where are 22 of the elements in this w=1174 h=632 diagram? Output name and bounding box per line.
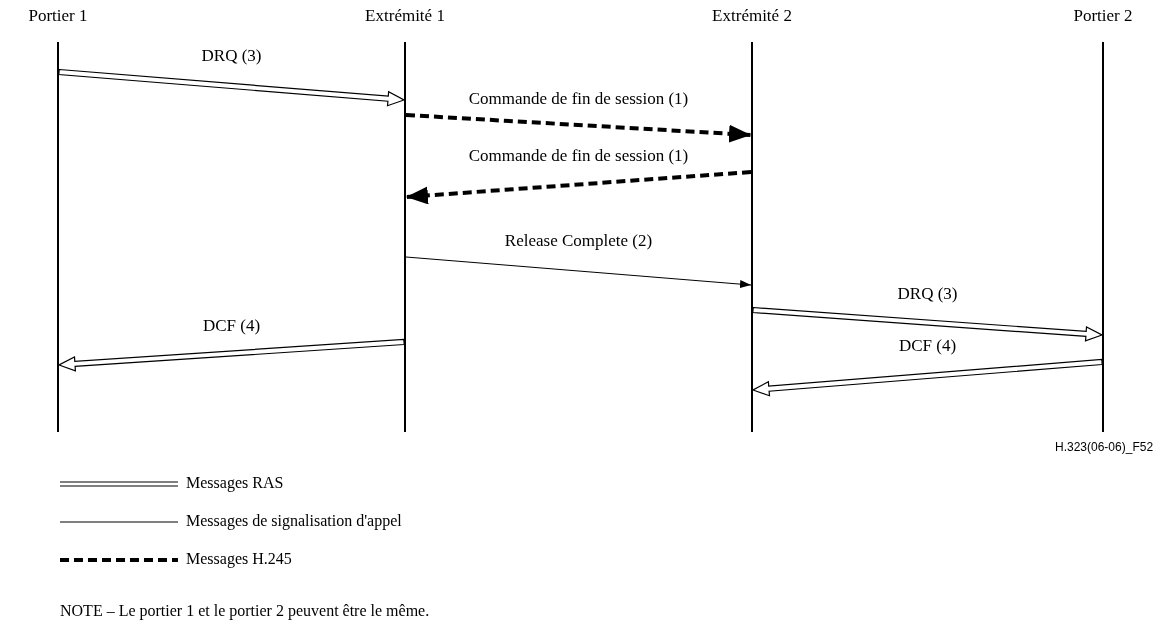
participant-label: Portier 2 [1073, 6, 1133, 26]
arrow [58, 68, 406, 107]
edge-label: Commande de fin de session (1) [466, 146, 691, 166]
edge-label: DRQ (3) [895, 284, 960, 304]
participant-label: Portier 1 [28, 6, 88, 26]
edge-label: Release Complete (2) [502, 231, 655, 251]
participant-label: Extrémité 2 [712, 6, 792, 26]
edge-label: DRQ (3) [199, 46, 264, 66]
arrow [752, 306, 1104, 342]
legend-text: Messages H.245 [186, 550, 292, 568]
arrow [405, 256, 752, 289]
edge-label: DCF (4) [896, 336, 959, 356]
edge-label: Commande de fin de session (1) [466, 89, 691, 109]
participant-label: Extrémité 1 [365, 6, 445, 26]
arrow [405, 113, 752, 143]
arrow [405, 170, 752, 205]
note-text: NOTE – Le portier 1 et le portier 2 peuvent être le même. [60, 602, 430, 620]
edge-label: DCF (4) [200, 316, 263, 336]
arrow [57, 338, 405, 372]
arrow [751, 358, 1103, 397]
legend-text: Messages RAS [186, 474, 284, 492]
legend-text: Messages de signalisation d'appel [186, 512, 402, 530]
